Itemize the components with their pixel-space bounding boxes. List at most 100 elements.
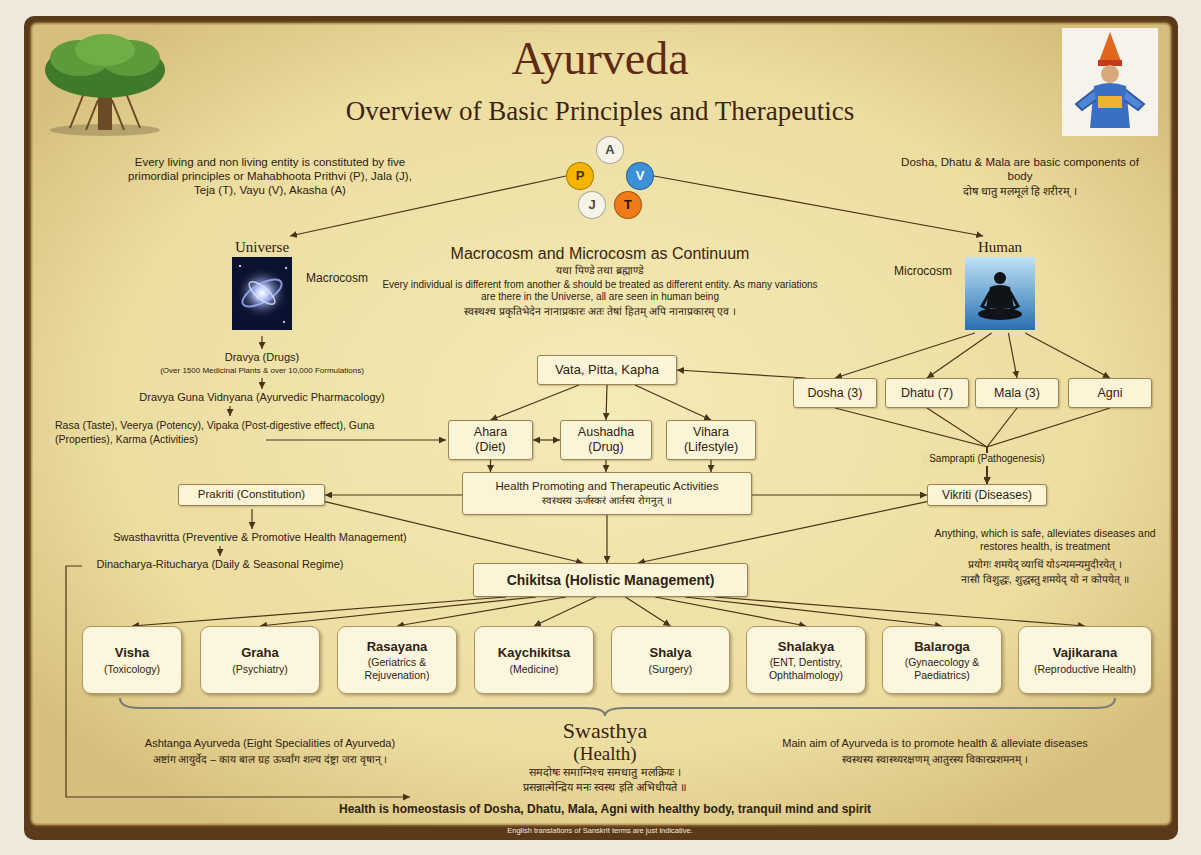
node-sublabel: (Toxicology) <box>89 663 175 676</box>
text-label: Anything, which is safe, alleviates dise… <box>920 527 1170 553</box>
connector <box>132 597 506 626</box>
text-label: Every living and non living entity is co… <box>120 155 420 197</box>
node-label: Rasayana <box>344 639 450 655</box>
text-label: Rasa (Taste), Veerya (Potency), Vipaka (… <box>55 418 410 446</box>
node-label: Mala (3) <box>982 386 1052 401</box>
text-label: Health is homeostasis of Dosha, Dhatu, M… <box>200 802 1010 817</box>
node-sublabel: (ENT, Dentistry, Ophthalmology) <box>753 656 859 681</box>
node-label: Aushadha (Drug) <box>571 425 641 455</box>
leader-arrows <box>66 336 446 797</box>
text-label: Dosha, Dhatu & Mala are basic components… <box>900 155 1140 183</box>
node-label: Health Promoting and Therapeutic Activit… <box>469 480 745 494</box>
node-sublabel: (Psychiatry) <box>207 663 313 676</box>
speciality-box: Visha (Toxicology) <box>82 626 182 694</box>
connector <box>606 515 607 563</box>
node-label: Dhatu (7) <box>892 386 962 401</box>
node-label: V <box>636 168 645 184</box>
text-label: Dinacharya-Ritucharya (Daily & Seasonal … <box>75 558 365 572</box>
text-label: Swasthavritta (Preventive & Promotive He… <box>60 531 460 545</box>
node-label: Ahara (Diet) <box>459 425 522 455</box>
node-label: Visha <box>89 645 175 661</box>
text-label: स्वस्थस्य स्वास्थ्यरक्षणम् आतुरस्य विकार… <box>745 753 1125 766</box>
node-sublabel: स्वस्थस्य ऊर्जस्करं आर्तस्य रोगनुत् ॥ <box>469 495 745 507</box>
banyan-tree <box>45 34 165 136</box>
text-label: Microcosm <box>862 264 952 279</box>
connector <box>710 460 711 472</box>
connector <box>491 385 580 420</box>
connector <box>325 494 462 495</box>
text-label: Macrocosm <box>306 271 396 286</box>
node-label: Agni <box>1075 386 1145 401</box>
connector <box>533 439 560 440</box>
node-label: Graha <box>207 645 313 661</box>
text-label: दोष धातु मलमूलं हि शरीरम् । <box>900 185 1140 199</box>
connector <box>715 597 1085 626</box>
process-box: Ahara (Diet) <box>448 420 533 460</box>
node-label: Balaroga <box>889 639 995 655</box>
node-sublabel: (Gynaecology & Paediatrics) <box>889 656 995 681</box>
node-label: Kaychikitsa <box>481 645 587 661</box>
node-label: Vikriti (Diseases) <box>934 488 1040 502</box>
text-label: Overview of Basic Principles and Therape… <box>200 95 1000 129</box>
text-label: समदोषः समाग्निश्च समधातु मलक्रियः । <box>405 766 805 780</box>
connector <box>835 333 975 378</box>
galaxy-picture <box>232 257 292 330</box>
connector <box>927 333 992 378</box>
element-circle: V <box>626 162 654 190</box>
process-box: Dosha (3) <box>793 378 877 408</box>
connector <box>260 597 536 626</box>
text-label: यथा पिण्डे तथा ब्रह्माण्डे <box>400 264 800 277</box>
brace <box>120 698 1115 716</box>
element-circle: T <box>614 191 642 219</box>
connector <box>655 597 806 626</box>
node-label: Universe <box>222 238 302 256</box>
node-label: T <box>624 197 632 213</box>
process-box: Vihara (Lifestyle) <box>666 420 756 460</box>
process-box: Health Promoting and Therapeutic Activit… <box>462 472 752 515</box>
node-sublabel: (Medicine) <box>481 663 587 676</box>
node-label: P <box>576 168 585 184</box>
connector <box>605 460 606 472</box>
picture-node: Universe <box>222 236 302 333</box>
parchment-rim <box>31 23 1171 825</box>
process-box: Chikitsa (Holistic Management) <box>473 563 748 597</box>
connector <box>677 370 806 378</box>
connector <box>635 385 711 420</box>
connector <box>987 408 1110 484</box>
process-box: Mala (3) <box>975 378 1059 408</box>
connector <box>397 597 566 626</box>
node-label: Shalya <box>618 645 723 661</box>
text-label: अष्टांग आयुर्वेद – काय बाल ग्रह ऊर्ध्वां… <box>90 753 450 766</box>
connector <box>927 408 987 484</box>
connector <box>835 408 987 484</box>
speciality-box: Kaychikitsa (Medicine) <box>474 626 594 694</box>
connector <box>490 460 491 472</box>
speciality-box: Vajikarana(Reproductive Health) <box>1018 626 1152 694</box>
connector <box>1025 333 1110 378</box>
process-box: Aushadha (Drug) <box>560 420 652 460</box>
node-sublabel: (Surgery) <box>618 663 723 676</box>
node-label: A <box>605 142 614 158</box>
text-label: Macrocosm and Microcosm as Continuum <box>400 244 800 264</box>
node-label: Shalakya <box>753 639 859 655</box>
burnt-edge <box>24 16 1178 840</box>
node-label: Vata, Pitta, Kapha <box>544 362 670 378</box>
node-sublabel: (Reproductive Health) <box>1025 663 1145 676</box>
speciality-box: Graha (Psychiatry) <box>200 626 320 694</box>
connector <box>534 597 596 626</box>
connector <box>654 176 983 236</box>
text-label: (Health) <box>505 742 705 766</box>
process-box: Dhatu (7) <box>885 378 969 408</box>
text-label: Dravya (Drugs) <box>182 351 342 365</box>
text-label: Dravya Guna Vidnyana (Ayurvedic Pharmaco… <box>92 391 432 405</box>
text-label: प्रयोगः शमयेद् व्याधिं योऽन्यमन्यमुदीरये… <box>900 558 1190 571</box>
element-circle: A <box>596 136 624 164</box>
speciality-box: Balaroga(Gynaecology & Paediatrics) <box>882 626 1002 694</box>
text-label: Swasthya <box>505 717 705 745</box>
connector <box>606 385 607 420</box>
node-sublabel: (Geriatrics & Rejuvenation) <box>344 656 450 681</box>
process-box: Agni <box>1068 378 1152 408</box>
caption-note: English translations of Sanskrit terms a… <box>430 826 770 836</box>
text-label: Main aim of Ayurveda is to promote healt… <box>745 737 1125 751</box>
deity-figure <box>1062 28 1158 136</box>
